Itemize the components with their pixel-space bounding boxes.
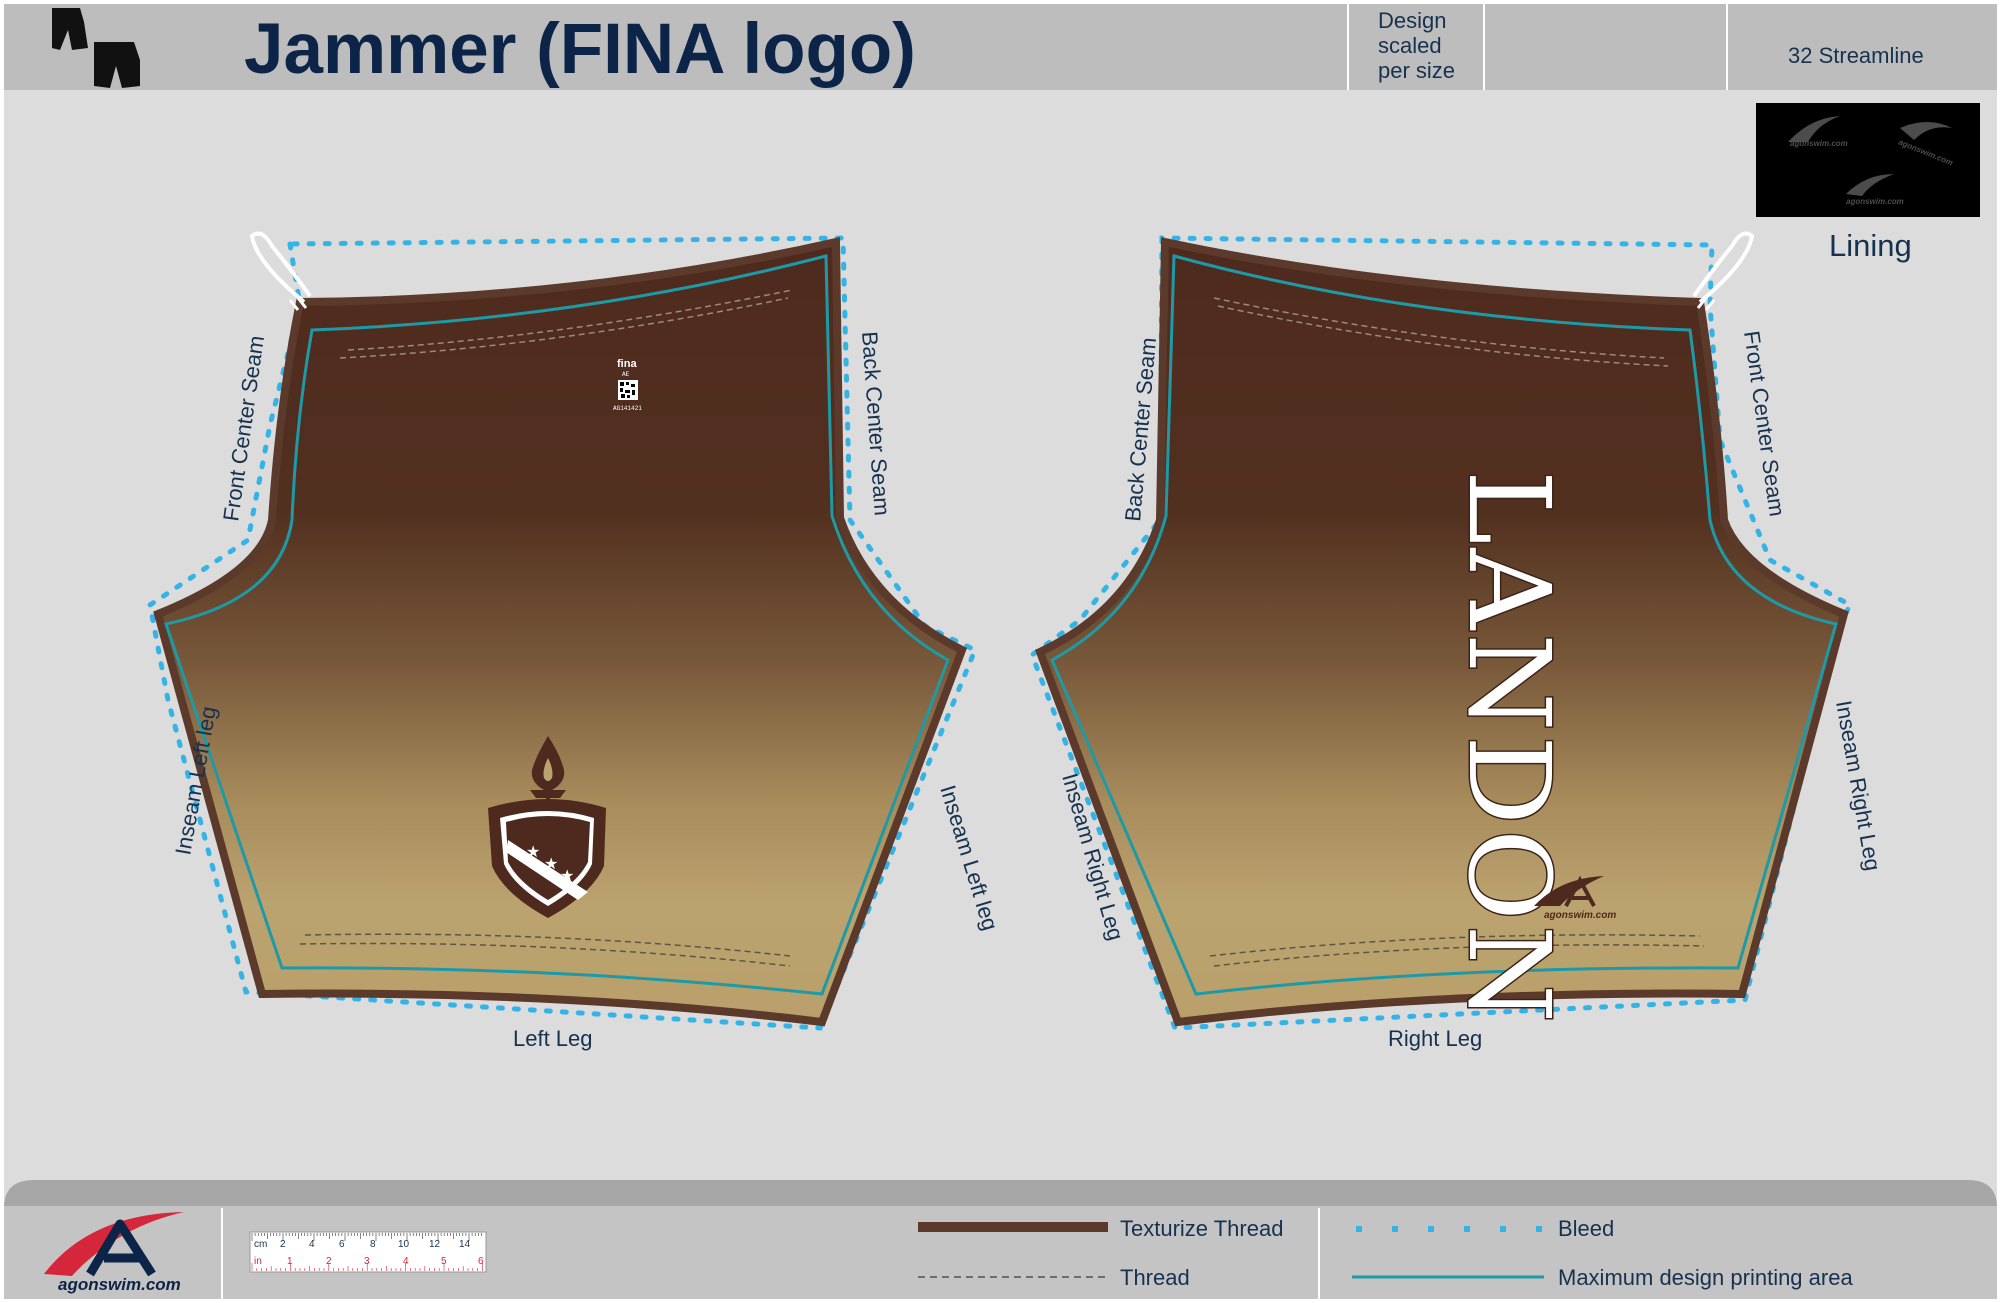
agon-swoosh-logo: agonswim.com (1534, 875, 1616, 921)
legend-max-print: Maximum design printing area (1558, 1265, 1853, 1290)
design-scaled-line-1: Design (1378, 8, 1446, 33)
ruler-in-label: in (254, 1256, 262, 1267)
legend-texturize-thread: Texturize Thread (1120, 1216, 1283, 1241)
svg-text:3: 3 (364, 1256, 370, 1267)
legend: Texturize Thread Thread Bleed Maximum de… (918, 1216, 1853, 1290)
svg-text:AE: AE (622, 371, 630, 378)
fabric-panel (1034, 237, 1849, 1027)
thread-stitch-bottom (299, 942, 791, 967)
legend-thread: Thread (1120, 1265, 1190, 1290)
lining-swatch: agonswim.com agonswim.com agonswim.com L… (1756, 103, 1980, 263)
svg-text:1: 1 (287, 1256, 293, 1267)
left-leg-panel: fina AE AG141421 ★ ★ ★ (147, 231, 1003, 1051)
svg-text:8: 8 (370, 1239, 376, 1250)
svg-text:AG141421: AG141421 (613, 405, 642, 412)
svg-text:★: ★ (526, 842, 540, 861)
drawstring-loop (1692, 231, 1755, 304)
design-scaled-line-3: per size (1378, 58, 1455, 83)
drawstring-loop (249, 231, 312, 304)
header-bar: Jammer (FINA logo) Design scaled per siz… (4, 4, 1997, 90)
svg-text:agonswim.com: agonswim.com (1846, 197, 1904, 206)
torch-shield-crest-icon: ★ ★ ★ (488, 736, 606, 918)
thread-stitch-top (339, 297, 789, 359)
svg-text:agonswim.com: agonswim.com (1544, 910, 1616, 921)
svg-text:14: 14 (459, 1239, 471, 1250)
footer-bar: agonswim.com cm in 2 4 6 8 10 12 14 1 2 … (4, 1180, 1997, 1299)
fabric-panel (153, 237, 968, 1027)
ruler-cm-label: cm (254, 1239, 267, 1250)
svg-text:2: 2 (326, 1256, 332, 1267)
svg-text:6: 6 (339, 1239, 345, 1250)
svg-text:5: 5 (441, 1256, 447, 1267)
right-leg-panel: LANDON agonswim.com Back Center Seam Fro… (1028, 231, 1886, 1051)
max-print-outline (1050, 254, 1838, 996)
svg-text:4: 4 (309, 1239, 315, 1250)
svg-text:fina: fina (617, 358, 637, 370)
page-title: Jammer (FINA logo) (244, 10, 916, 89)
max-print-outline (164, 254, 950, 996)
svg-text:12: 12 (429, 1239, 441, 1250)
jammer-shorts-icon (52, 8, 140, 88)
lining-label: Lining (1829, 228, 1912, 263)
agon-swoosh-logo: agonswim.com (44, 1212, 184, 1294)
svg-text:2: 2 (280, 1239, 286, 1250)
svg-text:agonswim.com: agonswim.com (1790, 139, 1848, 148)
svg-text:★: ★ (560, 866, 574, 885)
svg-text:6: 6 (478, 1256, 484, 1267)
left-leg-label: Left Leg (513, 1026, 593, 1051)
legend-bleed: Bleed (1558, 1216, 1614, 1241)
design-scaled-line-2: scaled (1378, 33, 1442, 58)
measurement-ruler: cm in 2 4 6 8 10 12 14 1 2 3 4 5 6 (249, 1231, 487, 1273)
size-label: 32 Streamline (1788, 43, 1924, 68)
footer-brand: agonswim.com (58, 1275, 181, 1294)
svg-text:★: ★ (544, 854, 558, 873)
team-name: LANDON (1443, 470, 1573, 1027)
svg-text:4: 4 (403, 1256, 409, 1267)
svg-text:10: 10 (398, 1239, 410, 1250)
right-leg-label: Right Leg (1388, 1026, 1482, 1051)
fina-approval-mark: fina AE AG141421 (613, 358, 642, 412)
bleed-outline (147, 235, 979, 1031)
